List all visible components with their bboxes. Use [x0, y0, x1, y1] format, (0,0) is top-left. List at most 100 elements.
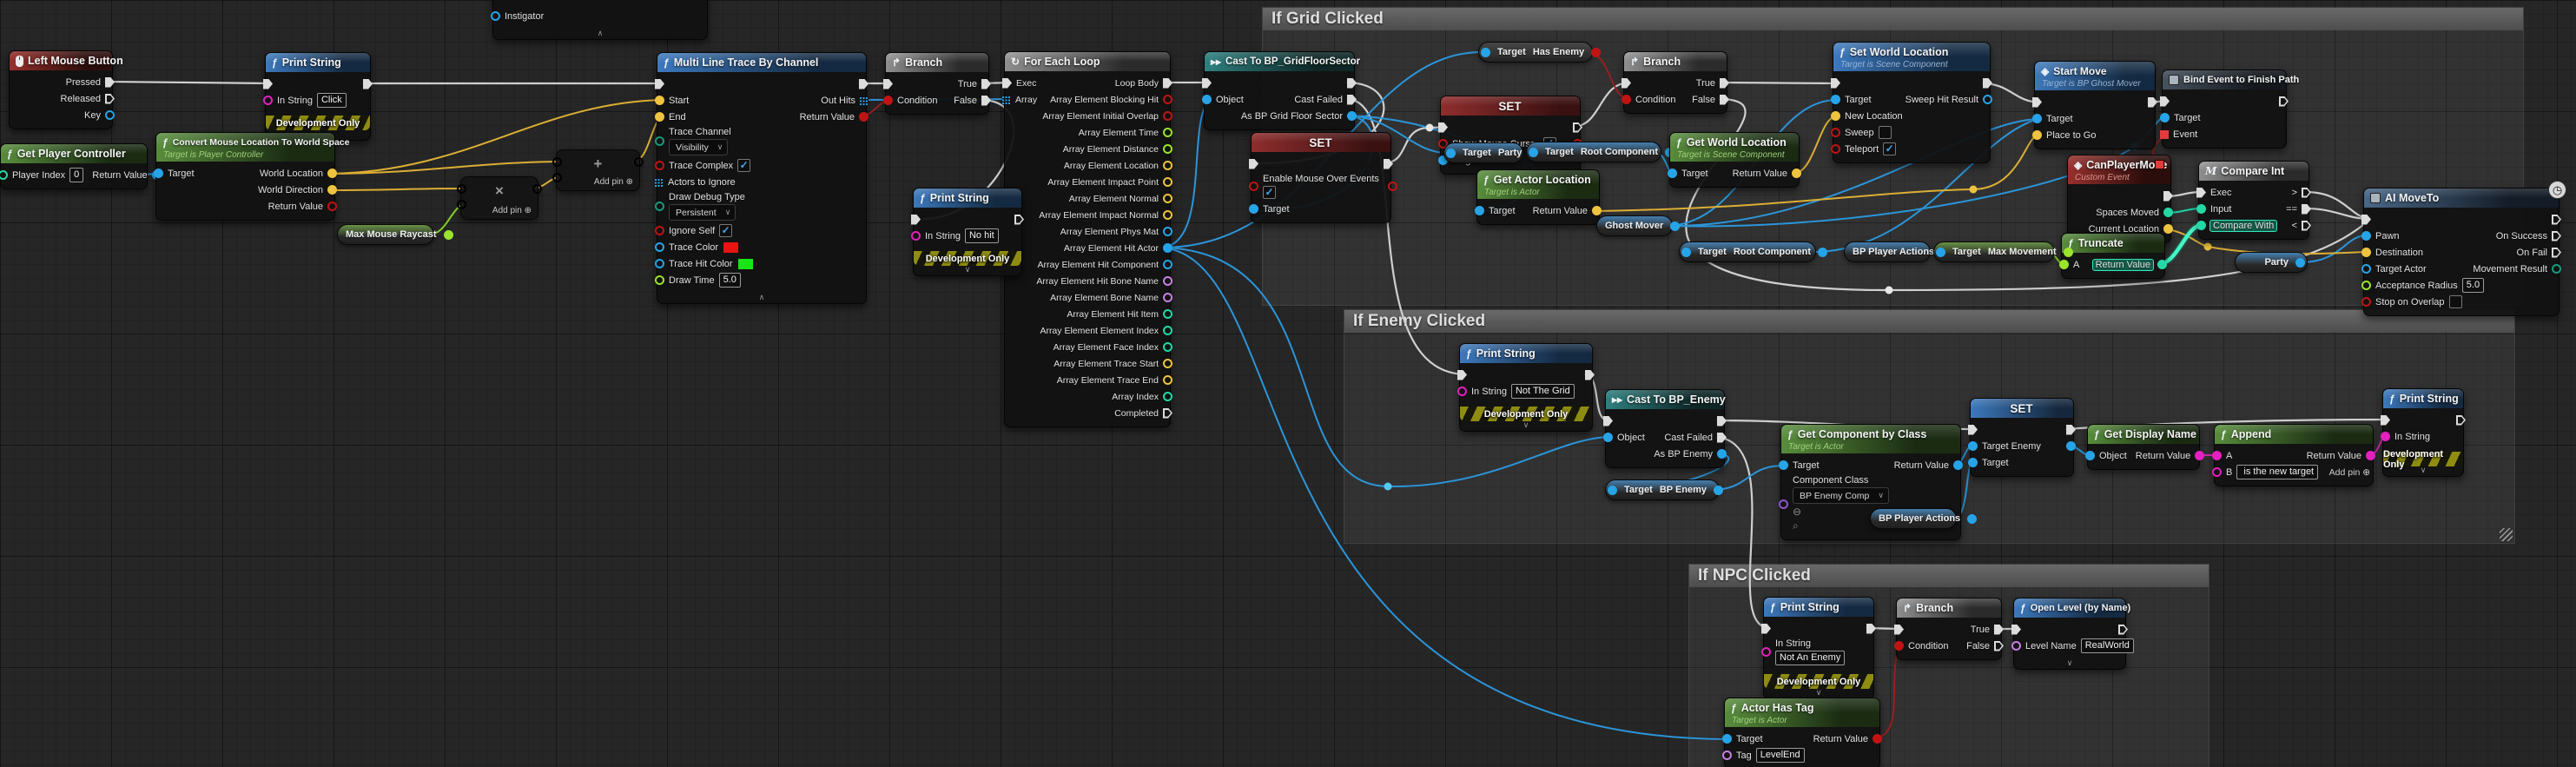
int-pin-icon[interactable]: [0, 170, 8, 180]
checkbox[interactable]: ✓: [1883, 142, 1897, 155]
node-header[interactable]: ↱Branch: [886, 53, 988, 72]
enum-pin-icon[interactable]: [655, 202, 664, 211]
value-field[interactable]: 5.0: [2461, 278, 2485, 293]
bool-pin-icon[interactable]: [655, 161, 664, 170]
int-pin-icon[interactable]: [2196, 221, 2206, 230]
obj-pin-icon[interactable]: [1953, 460, 1963, 470]
bool-pin-icon[interactable]: [1873, 734, 1882, 744]
bool-pin-icon[interactable]: [1831, 128, 1840, 137]
comment-title-bar[interactable]: If Grid Clicked: [1263, 8, 2523, 30]
obj-pin-icon[interactable]: [1249, 204, 1258, 214]
exec-pin-icon[interactable]: [2552, 230, 2561, 241]
flt-pin-icon[interactable]: [1163, 128, 1172, 137]
dropdown[interactable]: BP Enemy Comp∨: [1793, 487, 1889, 504]
obj-pin-icon[interactable]: [1670, 221, 1681, 231]
reroute-node[interactable]: [1885, 286, 1893, 294]
value-field[interactable]: Not An Enemy: [1775, 651, 1846, 665]
obj-pin-icon[interactable]: [1831, 95, 1840, 104]
flt-pin-icon[interactable]: [1163, 144, 1172, 154]
exec-pin-icon[interactable]: [1983, 77, 1992, 89]
exec-pin-icon[interactable]: [2163, 190, 2173, 202]
obj-pin-icon[interactable]: [1202, 95, 1212, 104]
int-pin-icon[interactable]: [1163, 342, 1172, 352]
obj-pin-icon[interactable]: [154, 169, 163, 178]
add-pin-button[interactable]: Add pin ⊕: [2328, 466, 2370, 478]
reroute-node[interactable]: [2203, 242, 2212, 251]
exec-pin-icon[interactable]: [911, 214, 921, 225]
exec-pin-icon[interactable]: [655, 78, 664, 89]
name-pin-icon[interactable]: [1163, 293, 1172, 302]
checkbox[interactable]: ✓: [737, 159, 751, 172]
bool-pin-icon[interactable]: [1163, 111, 1172, 121]
dropdown[interactable]: Persistent∨: [669, 204, 736, 221]
exec-pin-icon[interactable]: [1720, 94, 1729, 105]
value-field[interactable]: No hit: [964, 228, 999, 243]
obj-pin-icon[interactable]: [1714, 485, 1724, 495]
exec-pin-icon[interactable]: [1347, 94, 1357, 105]
str-pin-icon[interactable]: [1457, 387, 1467, 396]
obj-pin-icon[interactable]: [1475, 206, 1484, 215]
obj-pin-icon[interactable]: [1968, 441, 1978, 451]
obj-pin-icon[interactable]: [1717, 449, 1727, 459]
obj-pin-icon[interactable]: [1818, 247, 1828, 257]
collapsed-node-top[interactable]: Instigator∧: [491, 0, 708, 40]
add-pin-button[interactable]: Add pin ⊕: [593, 177, 633, 187]
str-pin-icon[interactable]: [2381, 432, 2390, 441]
vec-pin-icon[interactable]: [1163, 359, 1172, 368]
obj-pin-icon[interactable]: [1779, 460, 1788, 470]
exec-pin-icon[interactable]: [2552, 214, 2561, 225]
exec-pin-icon[interactable]: [1585, 369, 1595, 380]
comment-title-bar[interactable]: If Enemy Clicked: [1344, 310, 2514, 333]
vec-pin-icon[interactable]: [532, 184, 542, 194]
node-header[interactable]: AI MoveTo: [2364, 188, 2559, 208]
obj-pin-icon[interactable]: [1668, 169, 1677, 178]
collapse-chevron-icon[interactable]: ∨: [1815, 688, 1822, 697]
exec-pin-icon[interactable]: [1438, 122, 1448, 133]
vec-pin-icon[interactable]: [1163, 210, 1172, 220]
node-header[interactable]: ↱Branch: [1897, 598, 2001, 618]
bool-pin-icon[interactable]: [327, 202, 337, 211]
bool-pin-icon[interactable]: [1387, 182, 1397, 191]
obj-pin-icon[interactable]: [105, 110, 115, 120]
enum-pin-icon[interactable]: [655, 136, 664, 146]
int-pin-icon[interactable]: [2157, 260, 2167, 269]
obj-pin-icon[interactable]: [2361, 264, 2371, 274]
pill-ghost-mover[interactable]: Ghost Mover: [1596, 215, 1681, 236]
vec-pin-icon[interactable]: [1163, 177, 1172, 187]
array-pin-icon[interactable]: [1002, 95, 1011, 104]
bool-pin-icon[interactable]: [859, 112, 869, 122]
obj-pin-icon[interactable]: [655, 242, 664, 252]
obj-pin-icon[interactable]: [2295, 257, 2305, 268]
str-pin-icon[interactable]: [2195, 451, 2205, 460]
name-pin-icon[interactable]: [2011, 641, 2021, 651]
exec-pin-icon[interactable]: [1968, 424, 1978, 435]
checkbox[interactable]: [1878, 126, 1892, 139]
array-pin-icon[interactable]: [655, 177, 664, 187]
collapse-chevron-icon[interactable]: ∧: [758, 293, 765, 301]
obj-pin-icon[interactable]: [1163, 260, 1172, 269]
bool-pin-icon[interactable]: [1163, 95, 1172, 104]
add-node[interactable]: +Add pin ⊕: [552, 149, 644, 191]
exec-pin-icon[interactable]: [1831, 77, 1840, 89]
vec-pin-icon[interactable]: [457, 184, 466, 194]
search-icon[interactable]: ⌕: [1793, 519, 1799, 532]
node-header[interactable]: SET: [1441, 96, 1580, 116]
value-field[interactable]: is the new target: [2236, 465, 2319, 479]
